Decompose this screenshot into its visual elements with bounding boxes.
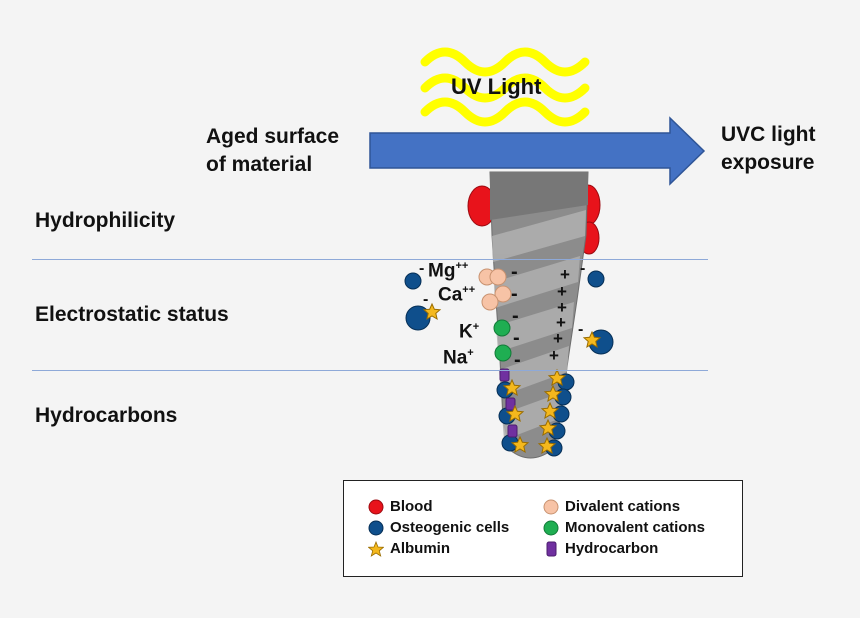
ion-mg: Mg++ xyxy=(428,260,468,282)
osteogenic-cells-electro xyxy=(404,270,614,355)
monovalent-cations xyxy=(493,319,512,362)
svg-text:+: + xyxy=(557,282,567,301)
ion-k-symbol: K xyxy=(459,321,473,343)
blood-icon xyxy=(368,499,384,514)
legend-albumin: Albumin xyxy=(368,540,450,557)
legend-osteogenic: Osteogenic cells xyxy=(368,519,509,536)
uvc-exposure-line1: UVC light xyxy=(721,123,816,146)
svg-text:-: - xyxy=(513,327,520,349)
negative-charges: - - - - - xyxy=(511,261,521,371)
legend-blood: Blood xyxy=(368,498,433,515)
svg-text:-: - xyxy=(511,283,518,305)
legend-divalent-label: Divalent cations xyxy=(565,498,681,515)
ion-k: K+ xyxy=(459,321,479,343)
svg-text:-: - xyxy=(580,260,585,277)
svg-text:+: + xyxy=(553,329,563,348)
ion-na: Na+ xyxy=(443,347,474,369)
legend-divalent: Divalent cations xyxy=(543,498,680,515)
hydrocarbon-cylinders xyxy=(499,368,518,438)
uvc-exposure-line2: exposure xyxy=(721,151,815,174)
svg-text:+: + xyxy=(557,298,567,317)
uvc-exposure-label: UVC light exposure xyxy=(721,121,816,177)
exposure-arrow xyxy=(369,116,706,186)
svg-text:-: - xyxy=(511,261,518,283)
ion-ca-charge: ++ xyxy=(462,284,476,296)
ion-ca: Ca++ xyxy=(438,284,475,306)
svg-text:+: + xyxy=(556,313,566,332)
uv-light-label: UV Light xyxy=(451,74,542,99)
legend-monovalent-label: Monovalent cations xyxy=(565,519,706,536)
ion-mg-charge: ++ xyxy=(455,260,469,272)
legend-osteogenic-label: Osteogenic cells xyxy=(390,519,510,536)
ion-k-charge: + xyxy=(472,321,480,333)
hydrocarbon-cylinder-icon xyxy=(546,541,557,556)
electro-minus-signs: - - - - xyxy=(419,260,585,338)
svg-text:-: - xyxy=(419,260,424,277)
section-hydrocarbons: Hydrocarbons xyxy=(35,404,178,427)
osteogenic-cell-icon xyxy=(368,520,384,535)
svg-text:-: - xyxy=(514,349,521,371)
aged-surface-line1: Aged surface xyxy=(206,125,340,148)
svg-text:-: - xyxy=(423,291,428,308)
albumin-star-icon xyxy=(368,540,384,557)
albumin-stars xyxy=(422,302,602,455)
divider-top xyxy=(32,259,708,260)
ion-ca-symbol: Ca xyxy=(438,284,463,306)
section-electrostatic: Electrostatic status xyxy=(35,303,229,326)
legend-albumin-label: Albumin xyxy=(390,540,450,557)
legend-monovalent: Monovalent cations xyxy=(543,519,705,536)
legend-hydrocarbon: Hydrocarbon xyxy=(543,540,658,557)
positive-charges: + + + + + + xyxy=(549,265,570,365)
ion-mg-symbol: Mg xyxy=(428,260,456,282)
ion-na-symbol: Na xyxy=(443,347,468,369)
aged-surface-line2: of material xyxy=(206,153,313,176)
divalent-cation-icon xyxy=(543,499,559,514)
section-hydrophilicity: Hydrophilicity xyxy=(35,209,176,232)
svg-text:-: - xyxy=(512,305,519,327)
aged-surface-label: Aged surface of material xyxy=(206,123,339,179)
svg-text:+: + xyxy=(549,346,559,365)
legend: Blood Osteogenic cells Albumin Divalent … xyxy=(343,480,743,577)
legend-hydrocarbon-label: Hydrocarbon xyxy=(565,540,659,557)
svg-text:+: + xyxy=(560,265,570,284)
uv-waves xyxy=(420,47,590,127)
monovalent-cation-icon xyxy=(543,520,559,535)
divalent-cations xyxy=(478,268,512,311)
svg-text:-: - xyxy=(578,321,583,338)
ion-na-charge: + xyxy=(467,347,474,359)
divider-bottom xyxy=(32,370,708,371)
legend-blood-label: Blood xyxy=(390,498,433,515)
